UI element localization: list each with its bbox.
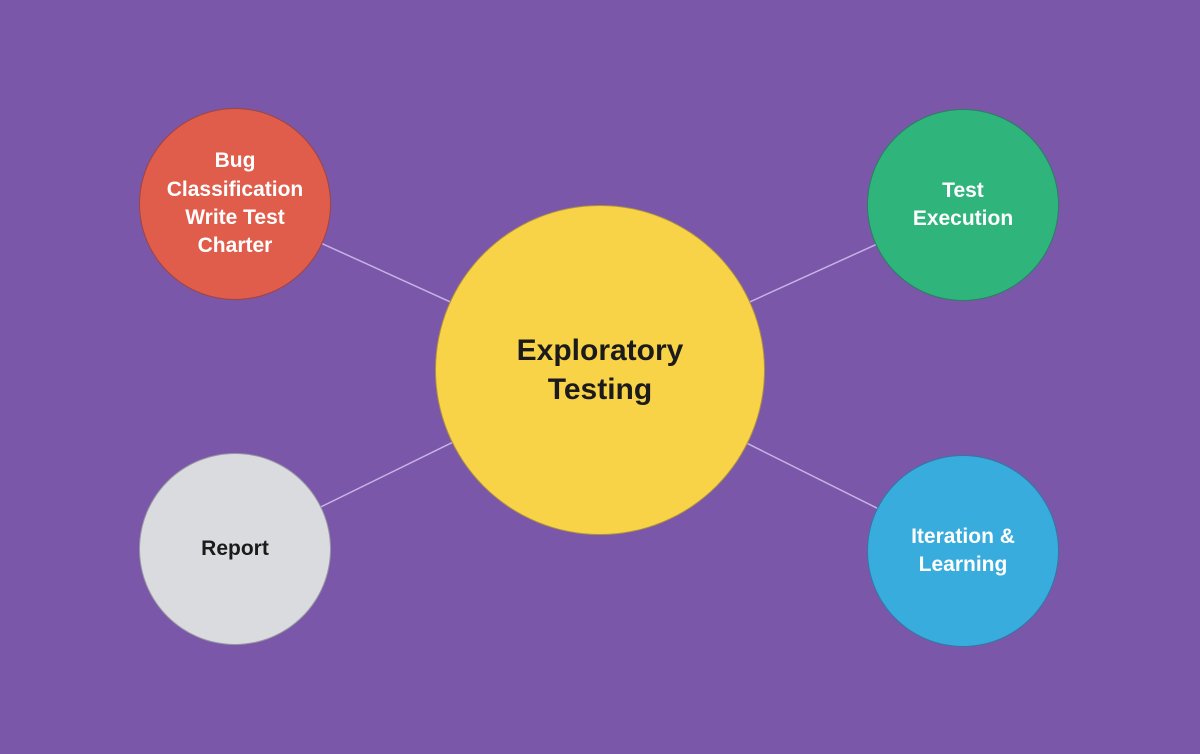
node-report-label: Report: [201, 536, 269, 560]
node-test-execution-label: Test Execution: [912, 178, 1014, 230]
node-report: Report: [139, 453, 331, 645]
node-iteration-learning: Iteration & Learning: [867, 455, 1059, 647]
node-test-execution: Test Execution: [867, 109, 1059, 301]
node-exploratory-testing: Exploratory Testing: [435, 205, 765, 535]
node-exploratory-testing-label: Exploratory Testing: [516, 334, 684, 406]
node-iteration-learning-label: Iteration & Learning: [911, 524, 1015, 576]
node-bug-classification: Bug Classification Write Test Charter: [139, 108, 331, 300]
node-bug-classification-label: Bug Classification Write Test Charter: [166, 149, 304, 258]
